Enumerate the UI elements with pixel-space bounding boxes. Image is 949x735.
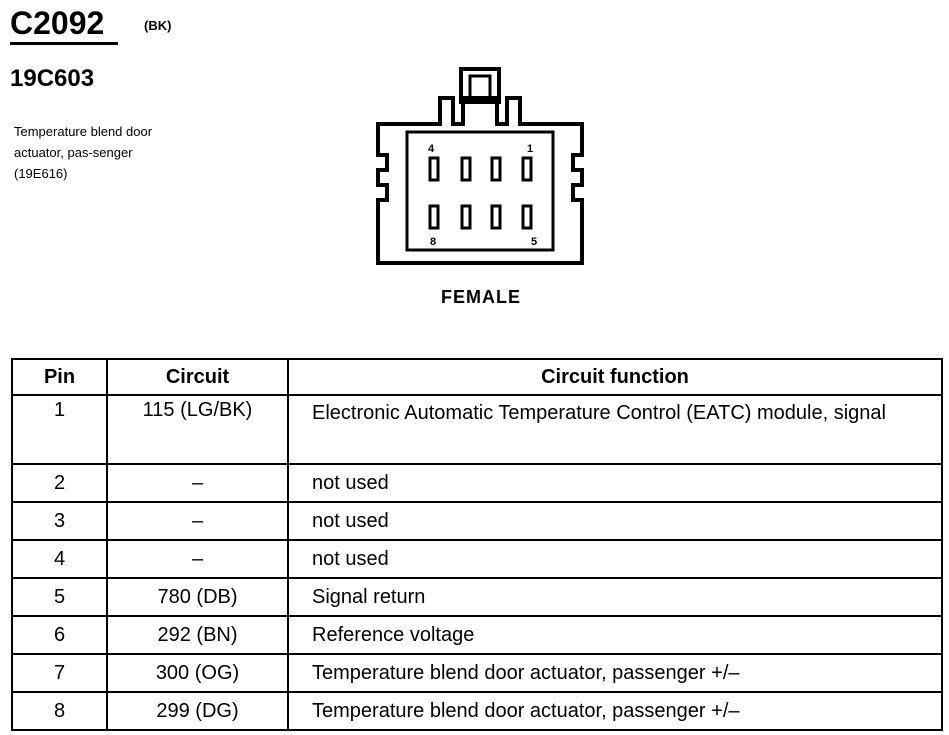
pin-column-header: Pin bbox=[11, 358, 108, 396]
pin-cavity-7 bbox=[460, 204, 472, 230]
circuit-column-header: Circuit bbox=[106, 358, 289, 396]
table-row: 4 – not used bbox=[11, 539, 943, 579]
table-row: 3 – not used bbox=[11, 501, 943, 541]
table-row: 7 300 (OG) Temperature blend door actuat… bbox=[11, 653, 943, 693]
circuit-cell: 300 (OG) bbox=[106, 653, 289, 693]
table-row: 2 – not used bbox=[11, 463, 943, 503]
pin-cell: 6 bbox=[11, 615, 108, 655]
pin-cell: 7 bbox=[11, 653, 108, 693]
pin-cell: 2 bbox=[11, 463, 108, 503]
pin-function-table: Pin Circuit Circuit function 1 115 (LG/B… bbox=[11, 358, 943, 731]
circuit-cell: – bbox=[106, 463, 289, 503]
table-row: 8 299 (DG) Temperature blend door actuat… bbox=[11, 691, 943, 731]
connector-housing bbox=[376, 96, 584, 265]
pin-cell: 1 bbox=[11, 394, 108, 465]
pin-cavity-3 bbox=[460, 156, 472, 182]
circuit-cell: 780 (DB) bbox=[106, 577, 289, 617]
locking-tab bbox=[459, 67, 501, 104]
connector-inner-face bbox=[405, 130, 555, 252]
pin-cavity-5 bbox=[521, 204, 533, 230]
circuit-cell: – bbox=[106, 501, 289, 541]
pin-cell: 8 bbox=[11, 691, 108, 731]
function-column-header: Circuit function bbox=[287, 358, 943, 396]
pin-cavity-6 bbox=[490, 204, 502, 230]
pin-cavity-2 bbox=[490, 156, 502, 182]
circuit-cell: 299 (DG) bbox=[106, 691, 289, 731]
pin-label-bottom-right: 5 bbox=[531, 236, 537, 248]
pin-cell: 5 bbox=[11, 577, 108, 617]
circuit-cell: 292 (BN) bbox=[106, 615, 289, 655]
function-cell: not used bbox=[287, 501, 943, 541]
table-row: 6 292 (BN) Reference voltage bbox=[11, 615, 943, 655]
function-cell: Temperature blend door actuator, passeng… bbox=[287, 653, 943, 693]
function-cell: not used bbox=[287, 539, 943, 579]
connector-id-underline bbox=[10, 42, 118, 45]
function-cell: Electronic Automatic Temperature Control… bbox=[287, 394, 943, 465]
connector-color-code: (BK) bbox=[144, 18, 172, 33]
connector-face-diagram: 4 1 8 5 bbox=[376, 67, 584, 265]
component-description: Temperature blend door actuator, pas-sen… bbox=[14, 124, 153, 181]
pin-cavity-4 bbox=[428, 156, 440, 182]
circuit-cell: 115 (LG/BK) bbox=[106, 394, 289, 465]
pin-cavity-1 bbox=[521, 156, 533, 182]
table-row: 5 780 (DB) Signal return bbox=[11, 577, 943, 617]
pin-label-top-left: 4 bbox=[428, 143, 435, 155]
pin-cavity-8 bbox=[428, 204, 440, 230]
pin-cell: 4 bbox=[11, 539, 108, 579]
function-cell: Temperature blend door actuator, passeng… bbox=[287, 691, 943, 731]
table-row: 1 115 (LG/BK) Electronic Automatic Tempe… bbox=[11, 394, 943, 465]
function-cell: Reference voltage bbox=[287, 615, 943, 655]
pin-label-bottom-left: 8 bbox=[430, 236, 436, 248]
table-header-row: Pin Circuit Circuit function bbox=[11, 358, 943, 396]
function-cell: Signal return bbox=[287, 577, 943, 617]
function-cell: not used bbox=[287, 463, 943, 503]
pin-label-top-right: 1 bbox=[527, 143, 533, 155]
part-number: 19C603 bbox=[10, 65, 95, 92]
connector-gender-label: FEMALE bbox=[441, 287, 521, 307]
connector-id: C2092 bbox=[10, 5, 105, 41]
pin-cell: 3 bbox=[11, 501, 108, 541]
circuit-cell: – bbox=[106, 539, 289, 579]
